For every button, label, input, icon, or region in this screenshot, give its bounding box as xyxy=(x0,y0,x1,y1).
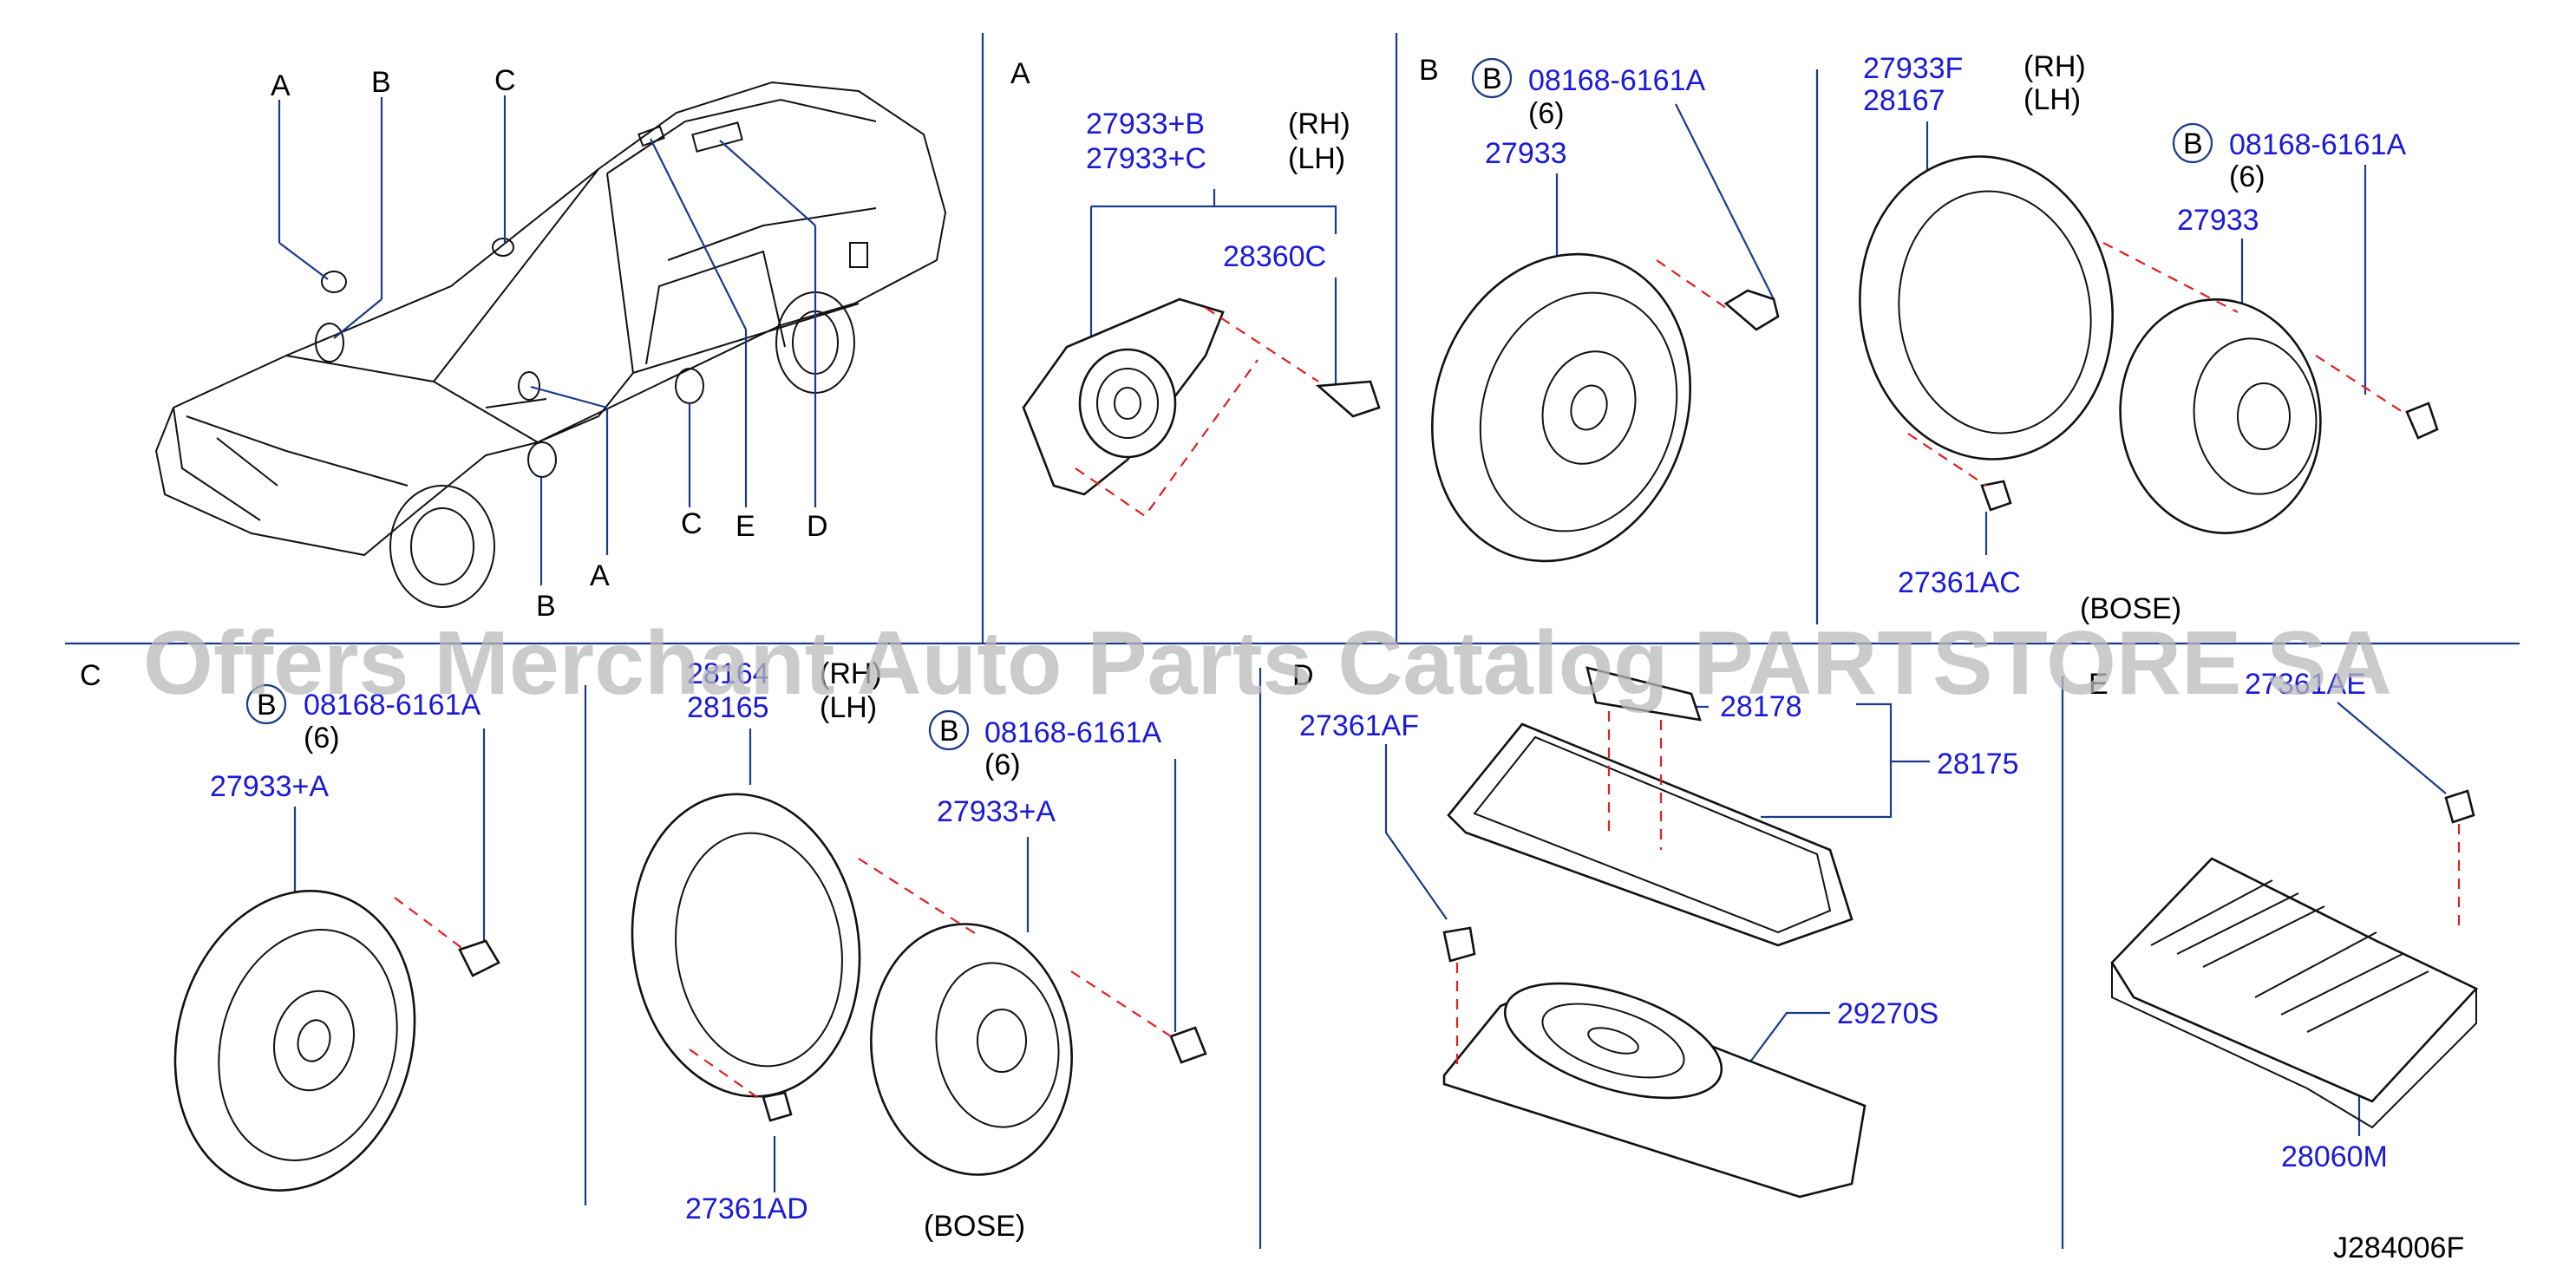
callout-c: C xyxy=(681,507,703,540)
part-number-27933[interactable]: 27933 xyxy=(2177,204,2259,237)
section-letter-d: D xyxy=(1292,659,1314,692)
bose-note: (BOSE) xyxy=(924,1210,1025,1243)
callout-e: E xyxy=(736,510,755,543)
part-number-27361ad[interactable]: 27361AD xyxy=(685,1192,808,1225)
callout-b: B xyxy=(371,66,391,99)
side-rh: (RH) xyxy=(1288,108,1350,140)
part-number-27933c[interactable]: 27933+C xyxy=(1086,142,1206,175)
bose-rear-speaker-drawing xyxy=(631,728,1207,1192)
subwoofer-drawing xyxy=(1384,666,1930,1199)
bolt-marker-circle xyxy=(928,709,970,751)
callout-a: A xyxy=(590,559,610,592)
bolt-marker-circle xyxy=(2172,122,2213,164)
side-lh: (LH) xyxy=(1288,142,1345,175)
part-number-28360c[interactable]: 28360C xyxy=(1223,240,1326,273)
part-number-27933a[interactable]: 27933+A xyxy=(937,795,1056,828)
side-rh: (RH) xyxy=(820,657,882,690)
callout-d: D xyxy=(807,510,828,543)
side-lh: (LH) xyxy=(2024,83,2081,116)
part-number-27933f[interactable]: 27933F xyxy=(1863,52,1963,85)
bolt-marker: B xyxy=(1482,62,1502,95)
watermark: Offers Merchant Auto Parts Catalog PARTS… xyxy=(143,613,2392,714)
part-number-27361ae[interactable]: 27361AE xyxy=(2245,668,2366,701)
side-rh: (RH) xyxy=(2024,50,2086,83)
part-number-28167[interactable]: 28167 xyxy=(1863,84,1945,117)
section-letter-a: A xyxy=(1010,57,1030,90)
part-number-08168-6161a[interactable]: 08168-6161A xyxy=(1528,64,1706,97)
car-overview xyxy=(154,81,947,608)
bolt-marker: B xyxy=(2183,127,2203,160)
part-number-28175[interactable]: 28175 xyxy=(1937,748,2019,781)
part-number-08168-6161a[interactable]: 08168-6161A xyxy=(2229,128,2407,161)
bolt-qty: (6) xyxy=(304,722,340,755)
rear-speaker-drawing xyxy=(173,728,500,1192)
bolt-qty: (6) xyxy=(984,748,1021,781)
bolt-marker: B xyxy=(257,689,277,722)
part-number-28164[interactable]: 28164 xyxy=(687,657,769,690)
section-letter-e: E xyxy=(2089,668,2109,701)
side-lh: (LH) xyxy=(820,691,877,724)
bolt-marker-circle xyxy=(1471,57,1513,99)
bolt-marker-circle xyxy=(245,683,287,725)
callout-a: A xyxy=(271,69,291,102)
part-number-27361ac[interactable]: 27361AC xyxy=(1898,566,2021,599)
callout-c: C xyxy=(494,64,516,97)
part-number-27933[interactable]: 27933 xyxy=(1485,137,1567,170)
section-letter-c: C xyxy=(80,659,101,692)
bolt-marker: B xyxy=(939,715,959,748)
front-speaker-drawing xyxy=(1431,103,1780,563)
part-number-27933a[interactable]: 27933+A xyxy=(210,770,329,803)
part-number-27933b[interactable]: 27933+B xyxy=(1086,108,1205,140)
section-dividers xyxy=(65,33,2520,1249)
part-number-29270s[interactable]: 29270S xyxy=(1837,997,1939,1030)
bolt-qty: (6) xyxy=(2229,160,2265,193)
part-number-28060m[interactable]: 28060M xyxy=(2281,1140,2388,1173)
part-number-28178[interactable]: 28178 xyxy=(1720,690,1802,723)
part-number-28165[interactable]: 28165 xyxy=(687,691,769,724)
bose-front-speaker-drawing xyxy=(1859,121,2439,555)
part-number-08168-6161a[interactable]: 08168-6161A xyxy=(304,689,481,722)
section-letter-b: B xyxy=(1419,54,1439,87)
bose-note: (BOSE) xyxy=(2080,592,2181,625)
callout-b: B xyxy=(536,590,556,623)
part-number-27361af[interactable]: 27361AF xyxy=(1299,709,1419,742)
bolt-qty: (6) xyxy=(1528,97,1565,130)
part-number-08168-6161a[interactable]: 08168-6161A xyxy=(984,716,1162,749)
amplifier-drawing xyxy=(2110,702,2479,1136)
diagram-code: J284006F xyxy=(2333,1231,2464,1264)
tweeter-drawing xyxy=(1022,189,1381,518)
